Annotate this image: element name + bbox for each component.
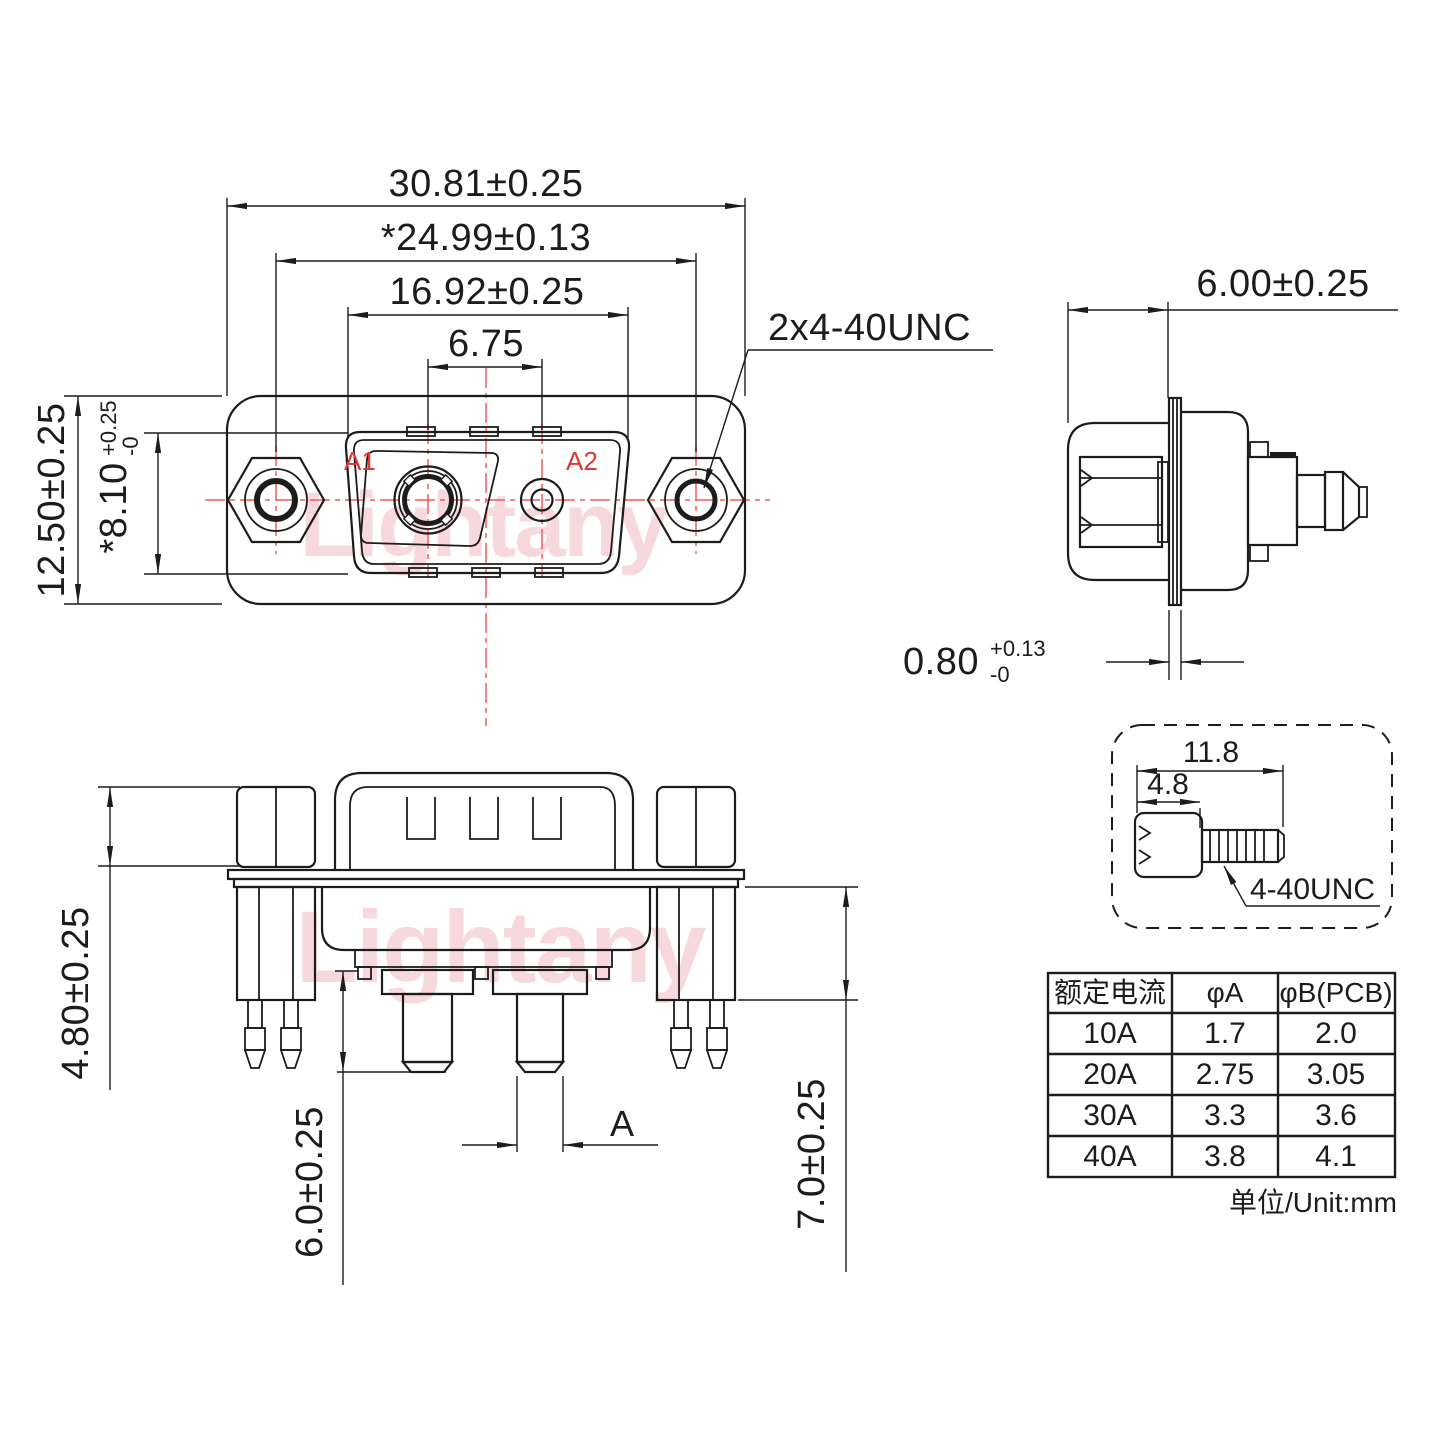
dim-standoff-height: 4.80±0.25	[55, 906, 97, 1079]
dim-shell-height: *8.10	[93, 462, 135, 553]
table-unit-note: 单位/Unit:mm	[1229, 1187, 1397, 1218]
left-jackscrew-nut	[226, 456, 326, 544]
svg-text:1.7: 1.7	[1204, 1017, 1246, 1050]
rear-view: 4.80±0.25 6.0±0.25 7.0±0.25 A	[55, 771, 858, 1285]
table-header-dia-b: φB(PCB)	[1279, 977, 1392, 1008]
svg-text:2.75: 2.75	[1196, 1058, 1254, 1091]
svg-text:3.6: 3.6	[1315, 1099, 1357, 1132]
thread-label: 4-40UNC	[1250, 873, 1375, 906]
dim-shell-height-tol-minus: -0	[118, 436, 143, 456]
dim-pin-dia-ref: A	[610, 1103, 634, 1144]
svg-text:20A: 20A	[1083, 1058, 1136, 1091]
dim-shell-height-tol-plus: +0.25	[96, 400, 121, 456]
d-shell	[344, 426, 631, 578]
connector-front-outline: A1 A2	[225, 394, 747, 606]
table-header-current: 额定电流	[1054, 977, 1166, 1008]
svg-text:30A: 30A	[1083, 1099, 1136, 1132]
svg-text:4.1: 4.1	[1315, 1140, 1357, 1173]
board-pins	[243, 999, 729, 1069]
screw-detail: 11.8 4.8 4-40UNC	[1111, 724, 1393, 929]
rear-dimensions: 4.80±0.25 6.0±0.25 7.0±0.25 A	[55, 786, 858, 1285]
dim-flange-tol-plus: +0.13	[990, 636, 1046, 661]
dim-screw-total-length: 11.8	[1183, 736, 1239, 769]
dim-screw-head-length: 4.8	[1147, 768, 1189, 801]
dim-shell-height-group: *8.10 +0.25 -0	[93, 400, 143, 553]
table-row: 30A 3.3 3.6	[1083, 1099, 1357, 1132]
contact-a1	[393, 465, 463, 535]
svg-text:3.05: 3.05	[1307, 1058, 1365, 1091]
svg-text:3.8: 3.8	[1204, 1140, 1246, 1173]
dim-flange-tol-minus: -0	[990, 662, 1010, 687]
spec-table: 额定电流 φA φB(PCB) 10A 1.7 2.0 20A 2.75 3.0…	[1046, 971, 1397, 1218]
side-outline	[1066, 396, 1368, 607]
thread-callout: 4-40UNC	[1223, 865, 1380, 907]
contact-a2	[519, 477, 565, 523]
screw-outline	[1133, 811, 1285, 879]
dim-flange-thickness-group: 0.80 +0.13 -0	[903, 610, 1244, 687]
table-row: 10A 1.7 2.0	[1083, 1017, 1357, 1050]
dim-outer-width: 30.81±0.25	[389, 163, 584, 205]
dim-outer-height: 12.50±0.25	[31, 403, 73, 598]
front-view: A1 A2 30.81±0.25 *24.99±0.13 16.92±0.25 …	[31, 163, 993, 726]
screw-callout-label: 2x4-40UNC	[768, 307, 971, 349]
dim-pin-length: 6.0±0.25	[289, 1106, 331, 1258]
dim-contact-pitch: 6.75	[448, 323, 524, 365]
svg-text:3.3: 3.3	[1204, 1099, 1246, 1132]
svg-text:10A: 10A	[1083, 1017, 1136, 1050]
table-row: 40A 3.8 4.1	[1083, 1140, 1357, 1173]
watermark-rear: Lightany	[296, 890, 707, 1004]
side-view: 6.00±0.25 0.80 +0.13 -0	[903, 263, 1398, 687]
label-a1: A1	[344, 446, 376, 476]
table-row: 20A 2.75 3.05	[1083, 1058, 1365, 1091]
table-header-dia-a: φA	[1207, 977, 1244, 1008]
dim-shell-width: 16.92±0.25	[390, 271, 585, 313]
contact-a2-pin	[491, 968, 589, 1074]
label-a2: A2	[566, 446, 598, 476]
svg-text:2.0: 2.0	[1315, 1017, 1357, 1050]
right-jackscrew-nut	[646, 456, 746, 544]
dim-screw-body-depth: 7.0±0.25	[791, 1078, 833, 1230]
dim-standoff-depth: 6.00±0.25	[1196, 263, 1369, 305]
svg-text:40A: 40A	[1083, 1140, 1136, 1173]
front-dimensions: 30.81±0.25 *24.99±0.13 16.92±0.25 6.75 1…	[31, 163, 993, 605]
dim-screw-span: *24.99±0.13	[381, 217, 591, 259]
dim-flange-thickness: 0.80	[903, 641, 979, 683]
side-dimensions: 6.00±0.25 0.80 +0.13 -0	[903, 263, 1398, 687]
screw-callout: 2x4-40UNC	[703, 307, 993, 489]
